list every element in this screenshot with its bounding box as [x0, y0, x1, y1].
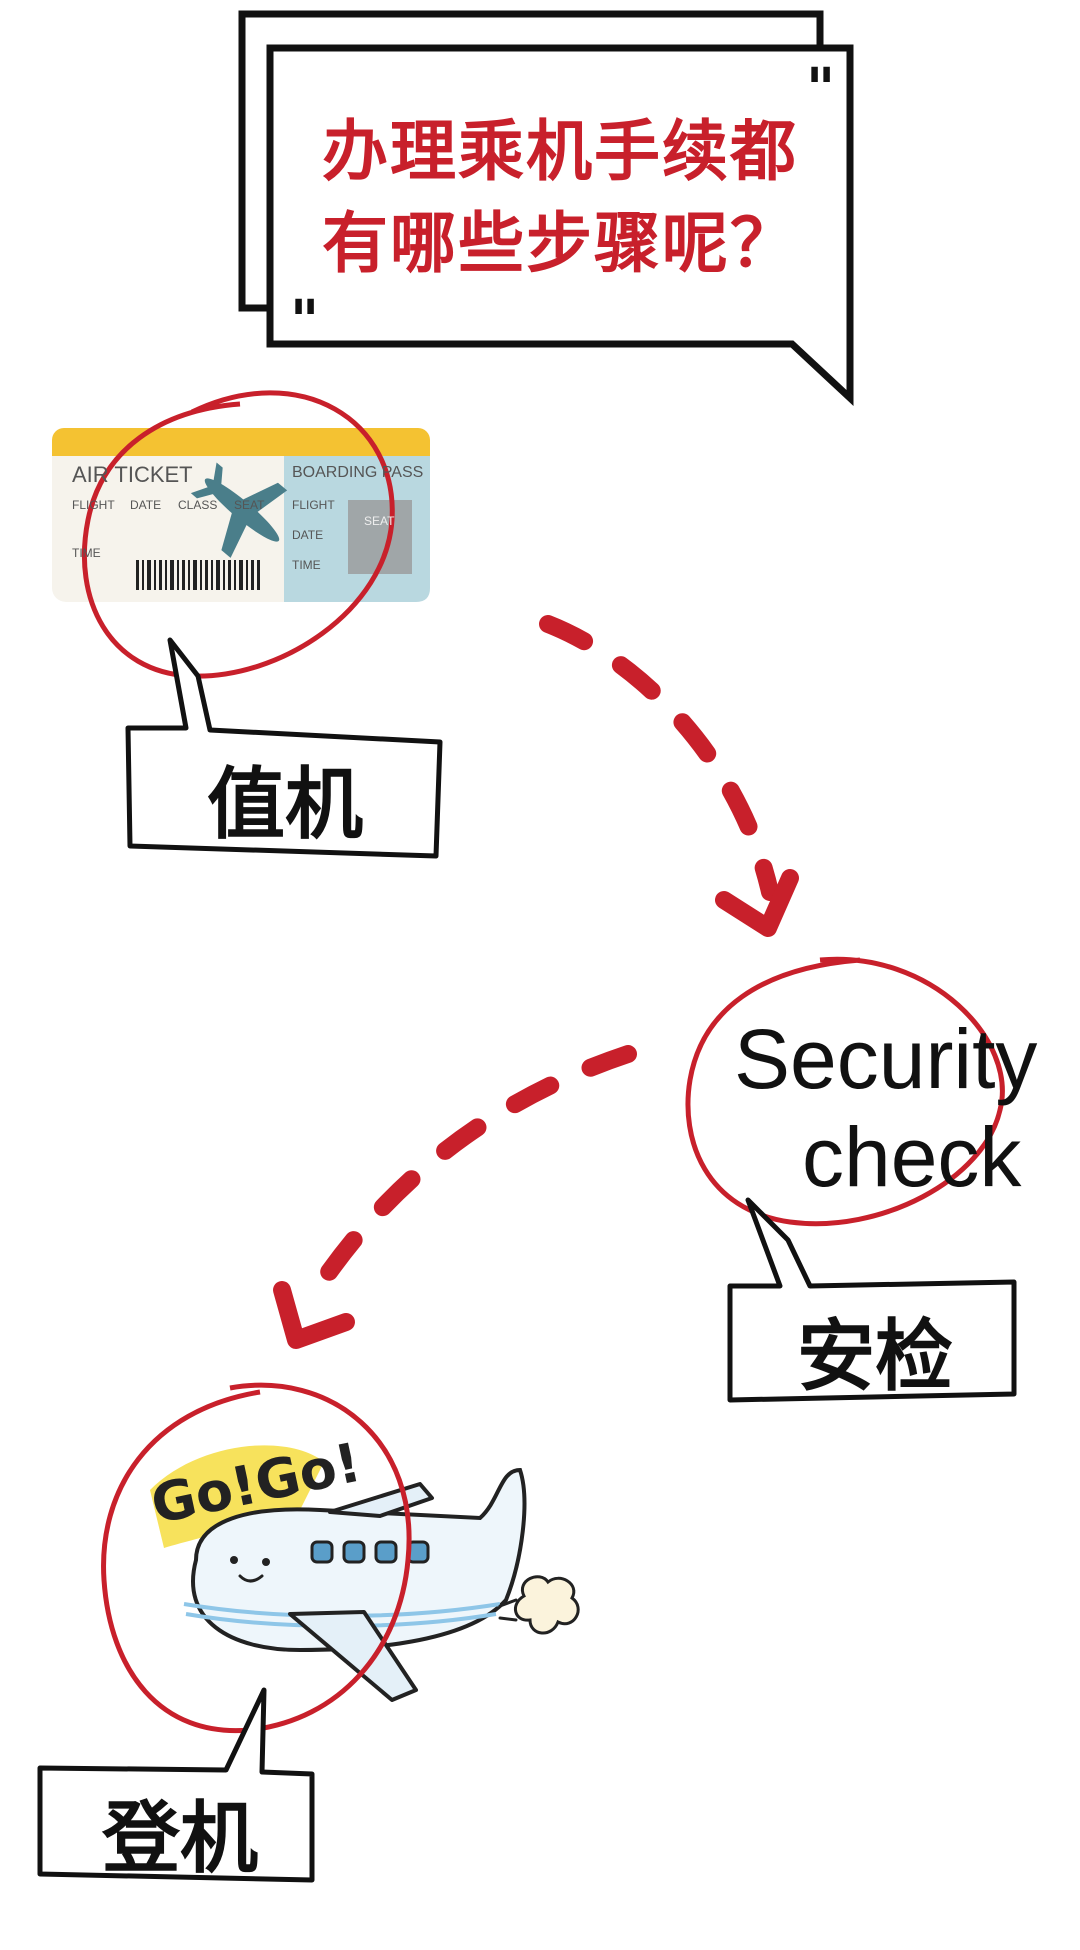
security-label: 安检 [796, 1312, 953, 1402]
arrow-security-to-boarding [301, 1045, 637, 1309]
arrow-checkin-to-security [539, 615, 779, 901]
checkin-circle [82, 390, 395, 679]
bp-time: TIME [292, 558, 321, 572]
bp-seat: SEAT [364, 514, 395, 528]
security-label-box [727, 1197, 1017, 1403]
ticket-illustration [52, 428, 430, 602]
security-circle [685, 956, 1005, 1227]
ticket-flight: FLIGHT [72, 498, 115, 512]
boarding-plane-illustration [150, 1445, 580, 1702]
ticket-plane-icon [190, 462, 288, 558]
ticket-date: DATE [130, 498, 162, 512]
quote-open-icon: " [806, 57, 835, 122]
checkin-label-box [125, 637, 443, 859]
ticket-seat: SEAT [234, 498, 265, 512]
boarding-label-box [37, 1687, 315, 1883]
ticket-air-ticket: AIR TICKET [72, 462, 193, 487]
title-line-1: 办理乘机手续都 [322, 113, 798, 190]
boarding-label: 登机 [101, 1794, 258, 1884]
boarding-pass-title: BOARDING PASS [292, 464, 424, 481]
page-title: 办理乘机手续都 有哪些步骤呢？ [300, 106, 820, 290]
title-line-2: 有哪些步骤呢？ [322, 205, 798, 282]
ticket-time: TIME [72, 546, 101, 560]
exhaust-puff-icon [514, 1575, 580, 1635]
barcode-icon [136, 560, 260, 590]
arrow-head-1-icon [715, 869, 799, 937]
checkin-label: 值机 [206, 760, 363, 850]
arrow-head-2-icon [273, 1281, 355, 1349]
quote-close-icon: " [290, 289, 319, 354]
gogo-highlight [150, 1445, 324, 1548]
ticket-class: CLASS [178, 498, 218, 512]
bp-date: DATE [292, 528, 324, 542]
title-frame-front [266, 44, 854, 407]
security-line-1: Security [734, 1012, 1038, 1106]
security-line-2: check [802, 1110, 1022, 1204]
security-caption: Security check [734, 1010, 1074, 1206]
bp-flight: FLIGHT [292, 498, 335, 512]
